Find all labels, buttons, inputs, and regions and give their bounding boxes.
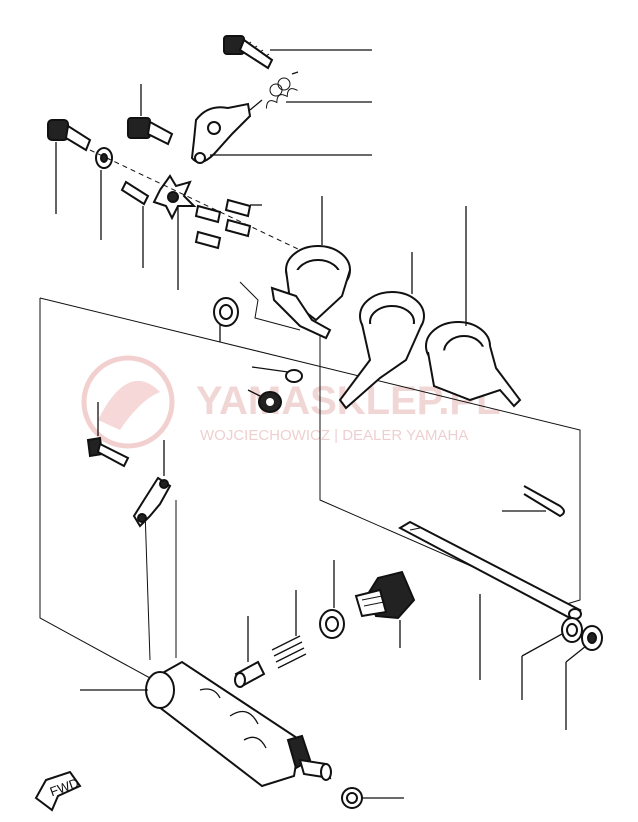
part-14-guide-bar (397, 520, 582, 620)
part-11-washer (95, 147, 113, 169)
part-9-pin (120, 180, 150, 206)
part-15-washer-upper (213, 297, 239, 327)
part-2-shift-fork (270, 245, 351, 340)
watermark-tagline: WOJCIECHOWICZ | DEALER YAMAHA (200, 427, 468, 444)
part-7-shift-fork (425, 321, 522, 408)
assembly-outline-lines (39, 281, 581, 679)
part-17-stopper-lever (190, 102, 252, 164)
part-10-segment (152, 174, 197, 221)
part-18-bolt (127, 117, 174, 146)
part-6-shift-fork (338, 291, 425, 410)
watermark-logo-mark (98, 380, 160, 430)
part-20-bolt (223, 35, 274, 70)
part-24-plug (354, 570, 416, 620)
part-12-bolt (47, 119, 92, 152)
part-4-roller (258, 391, 282, 413)
watermark-logo-ring (81, 355, 175, 449)
part-23-washer (319, 609, 345, 639)
part-15-washer-lower (561, 617, 583, 643)
part-25-lever (132, 476, 172, 528)
part-13-washer (341, 787, 363, 809)
part-5-cotter-pin (523, 485, 565, 518)
part-26-bolt (86, 436, 130, 468)
part-19-spring (249, 71, 299, 111)
part-1-shift-drum (145, 660, 332, 788)
part-3-pin (285, 369, 303, 383)
part-16-circlip (581, 625, 603, 651)
part-8-pins (194, 198, 252, 250)
part-22-spring (271, 635, 307, 669)
part-21-plunger (234, 660, 266, 688)
fwd-arrow-icon: FWD (34, 770, 82, 812)
